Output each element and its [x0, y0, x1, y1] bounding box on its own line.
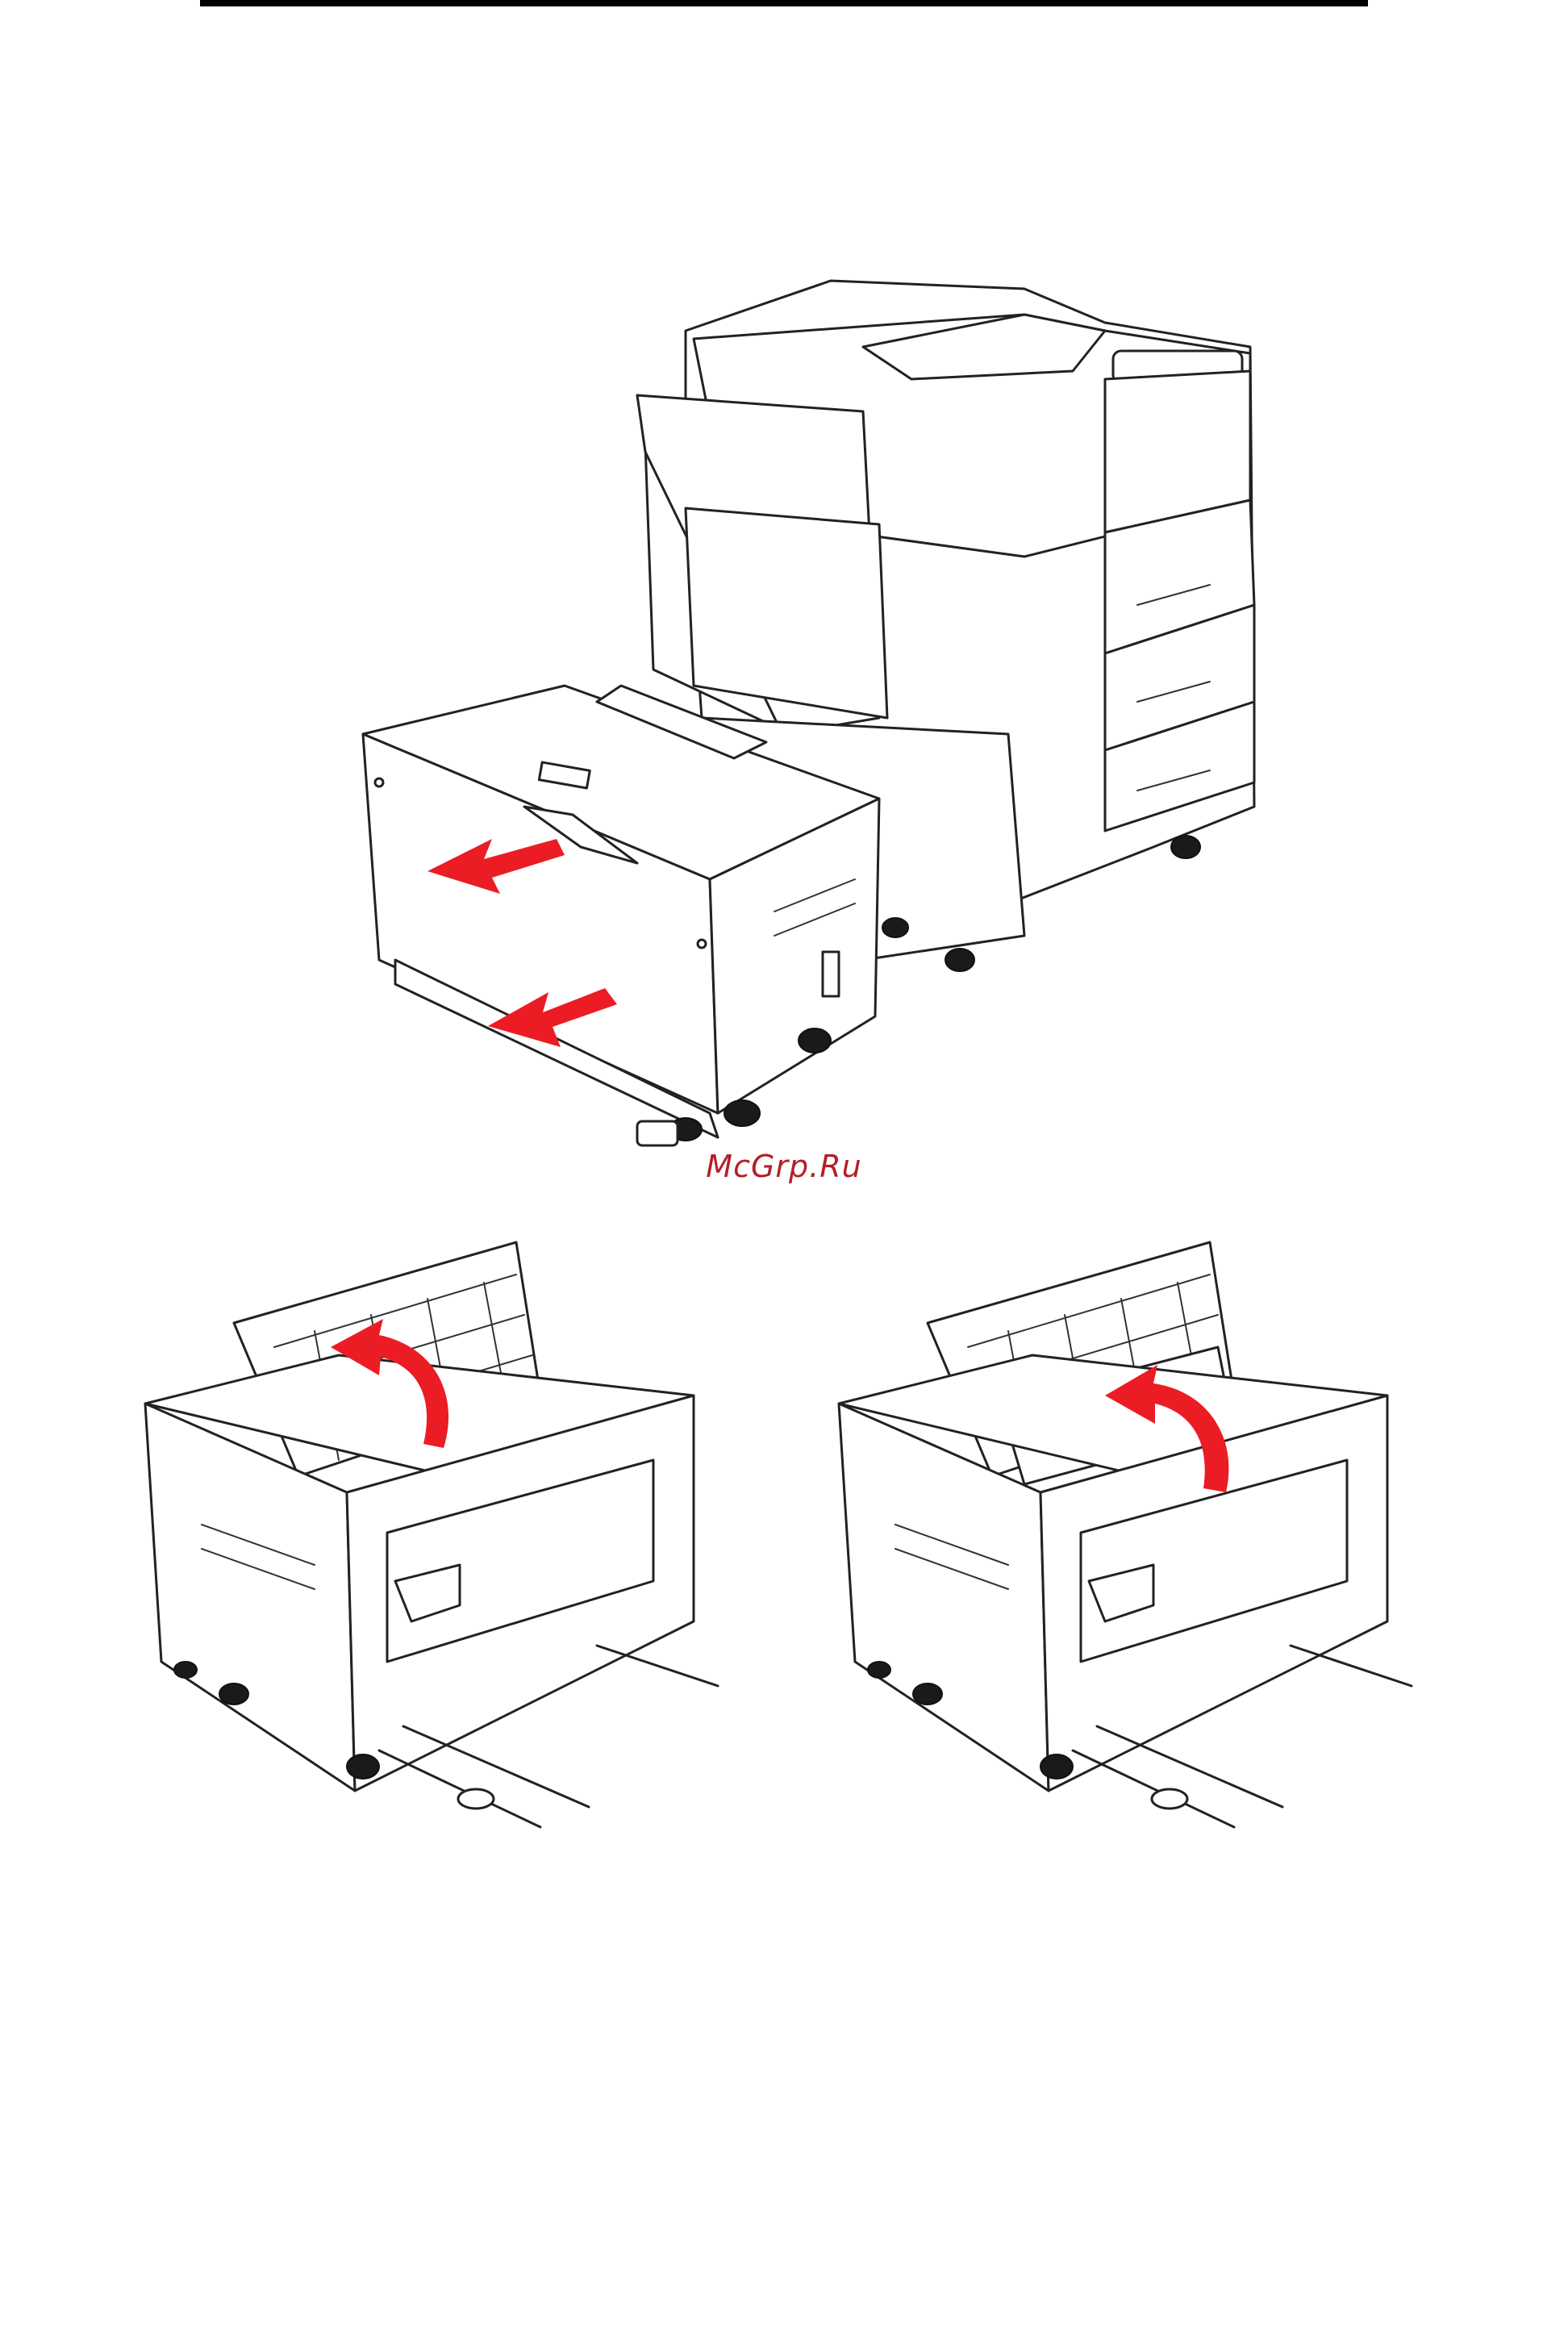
top-rule: [200, 0, 1368, 6]
feeder-cover-open-illustration: [137, 1226, 750, 1839]
feeder-guide-open-illustration: [831, 1226, 1444, 1839]
printer-feeder-illustration: [298, 266, 1266, 1170]
watermark-text: McGrp.Ru: [0, 1149, 1568, 1184]
